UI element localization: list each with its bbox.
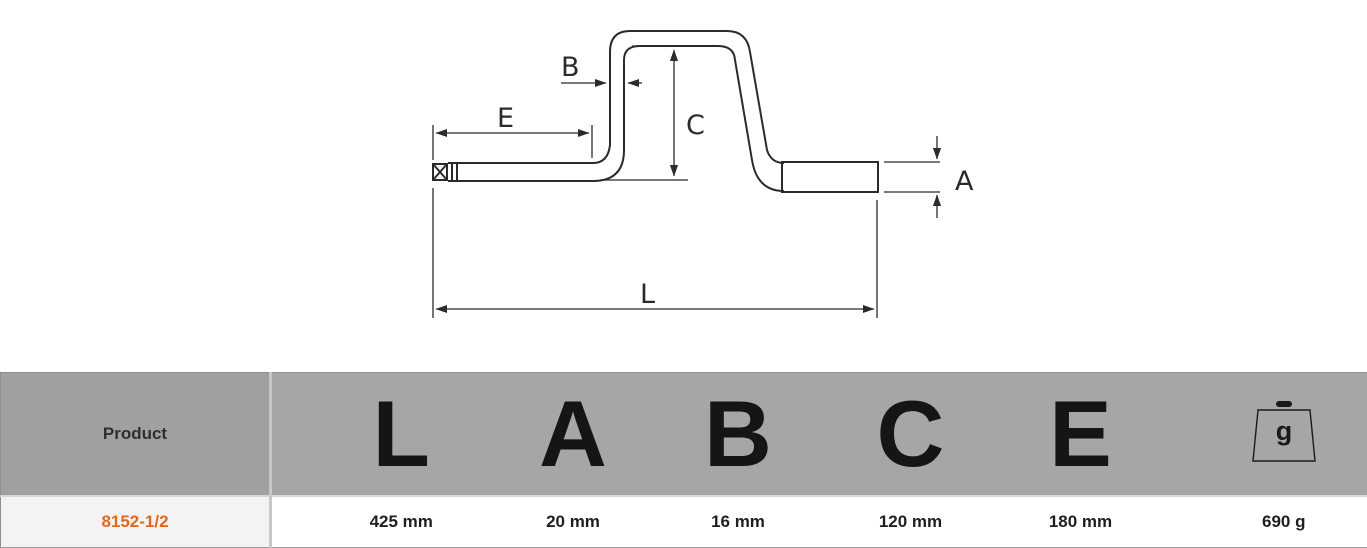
header-letter-c: C	[877, 387, 945, 481]
spec-table: Product L A B C E g 8152-1/2 425 mm 20 m…	[0, 372, 1367, 548]
dim-label-l: L	[640, 279, 655, 310]
table-row: 8152-1/2 425 mm 20 mm 16 mm 120 mm 180 m…	[1, 496, 1367, 548]
header-e: E	[961, 373, 1201, 497]
value-l: 425 mm	[271, 496, 531, 548]
dim-label-c: C	[686, 110, 705, 141]
header-c: C	[861, 373, 961, 497]
header-letter-e: E	[1049, 387, 1112, 481]
value-weight: 690 g	[1201, 496, 1367, 548]
header-l: L	[271, 373, 531, 497]
header-b: B	[616, 373, 861, 497]
product-header: Product	[1, 373, 271, 497]
header-weight: g	[1201, 373, 1367, 497]
value-c: 120 mm	[861, 496, 961, 548]
handle-sleeve	[782, 162, 878, 192]
value-e: 180 mm	[961, 496, 1201, 548]
weight-icon: g	[1249, 398, 1319, 471]
dim-label-b: B	[561, 52, 580, 83]
header-letter-b: B	[704, 387, 772, 481]
product-code: 8152-1/2	[1, 496, 271, 548]
square-drive-end	[433, 163, 457, 181]
speed-brace-diagram: B E C A L	[0, 0, 1367, 372]
dim-label-e: E	[497, 103, 514, 134]
value-b: 16 mm	[616, 496, 861, 548]
header-letter-l: L	[373, 387, 430, 481]
dim-label-a: A	[955, 166, 974, 197]
value-a: 20 mm	[531, 496, 616, 548]
weight-glyph: g	[1276, 416, 1293, 446]
header-a: A	[531, 373, 616, 497]
header-letter-a: A	[539, 387, 607, 481]
table-header-row: Product L A B C E g	[1, 373, 1367, 497]
